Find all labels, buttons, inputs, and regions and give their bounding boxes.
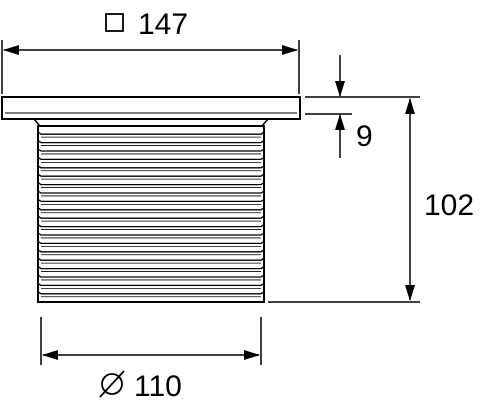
thread-ridge (37, 198, 265, 203)
diameter-symbol-icon (99, 370, 125, 398)
cover-plate (1, 96, 301, 120)
thread-ridges (37, 131, 265, 298)
thread-ridge (37, 173, 265, 177)
thread-ridge (37, 232, 265, 236)
thread-ridge (37, 148, 265, 152)
dimension-total-height: 102 (268, 96, 474, 303)
threaded-body (33, 118, 269, 303)
thread-ridge (37, 249, 265, 253)
thread-ridge (37, 274, 265, 278)
dimension-label-102: 102 (424, 189, 474, 222)
thread-ridge (37, 257, 265, 261)
dimension-label-9: 9 (356, 120, 373, 153)
thread-ridge (37, 207, 265, 211)
dimension-label-147: 147 (138, 8, 188, 41)
thread-ridge (37, 140, 265, 144)
dimension-top-width: 147 (1, 8, 300, 94)
thread-ridge (37, 291, 265, 295)
thread-ridge (37, 240, 265, 245)
thread-ridge (37, 215, 265, 219)
dimension-label-110: 110 (134, 370, 182, 403)
square-symbol-icon (105, 13, 124, 32)
thread-ridge (37, 131, 265, 135)
thread-ridge (37, 165, 265, 169)
dimension-thread-diameter: 110 (40, 317, 262, 403)
thread-ridge (37, 266, 265, 270)
thread-ridge (37, 190, 265, 194)
thread-ridge (37, 224, 265, 228)
thread-ridge (37, 156, 265, 161)
dimension-plate-thickness: 9 (305, 55, 373, 158)
thread-ridge (37, 282, 265, 287)
thread-ridge (37, 182, 265, 186)
